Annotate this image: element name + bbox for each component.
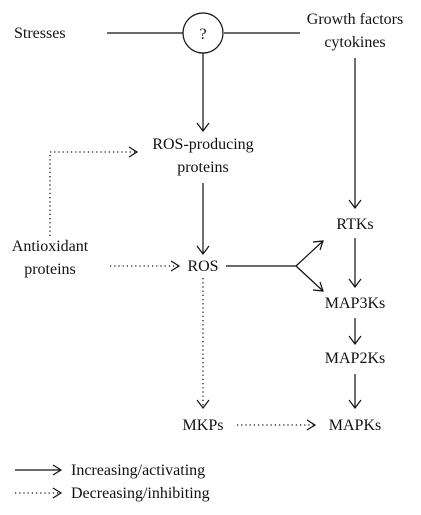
map2ks-label: MAP2Ks <box>325 350 385 367</box>
arrowhead-ros-to-rtks <box>312 240 324 251</box>
arrowhead-map2ks-to-mapks <box>348 399 362 409</box>
legend-increasing-label: Increasing/activating <box>71 462 205 479</box>
growth-factors-label-line1: Growth factors <box>307 11 403 28</box>
ros-label: ROS <box>187 258 218 275</box>
growth-factors-label-line2: cytokines <box>324 34 385 51</box>
ros-producing-label-line1: ROS-producing <box>152 136 253 153</box>
map3ks-label: MAP3Ks <box>325 295 385 312</box>
arrowhead-rtks-to-map3ks <box>348 278 362 288</box>
stresses-label: Stresses <box>14 25 66 42</box>
arrowhead-mkps-to-mapks <box>306 419 317 431</box>
ros-producing-label-line2: proteins <box>177 159 229 176</box>
antioxidant-label-line1: Antioxidant <box>12 238 89 255</box>
rtks-label: RTKs <box>336 216 373 233</box>
arrowhead-antioxidant-to-ros <box>170 260 181 272</box>
unknown-node-label: ? <box>199 26 206 43</box>
mapks-label: MAPKs <box>329 417 381 434</box>
arrowhead-antioxidant-to-ros-producing <box>128 146 139 158</box>
arrowhead-unknown-to-ros-producing <box>196 122 210 132</box>
arrowhead-ros-producing-to-ros <box>196 245 210 255</box>
arrowhead-ros-to-map3ks <box>312 281 324 292</box>
arrowhead-map3ks-to-map2ks <box>348 335 362 345</box>
legend-decreasing-label: Decreasing/inhibiting <box>71 485 210 502</box>
legend-solid-arrowhead <box>52 464 63 476</box>
inhibit-antioxidant-to-ros-producing <box>49 151 136 236</box>
mkps-label: MKPs <box>183 417 224 434</box>
antioxidant-label-line2: proteins <box>24 261 76 278</box>
arrowhead-ros-to-mkps <box>196 399 210 409</box>
arrowhead-growth-factors-to-rtks <box>348 199 362 209</box>
ros-branch-to-rtks <box>295 240 324 267</box>
ros-branch-to-map3ks <box>295 265 324 292</box>
legend-dotted-arrowhead <box>52 487 63 499</box>
